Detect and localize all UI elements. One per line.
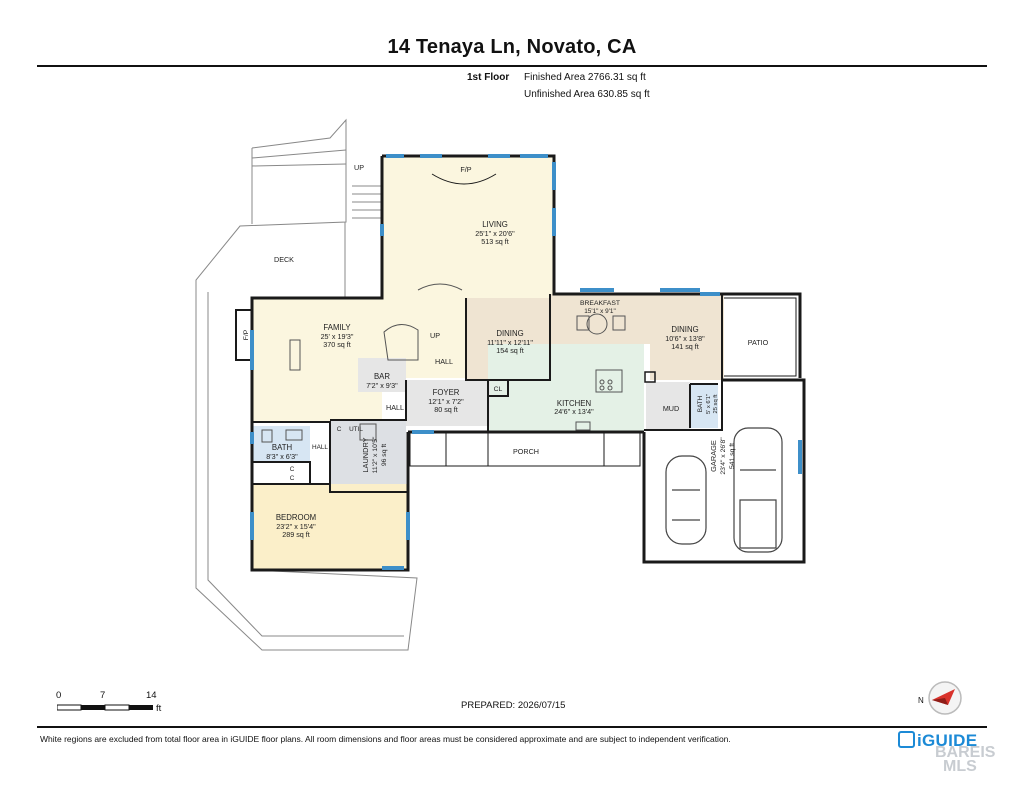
bath2-fill bbox=[690, 384, 718, 428]
deck-label: DECK bbox=[274, 255, 294, 264]
dining1-name: DINING bbox=[496, 329, 523, 338]
scale-unit: ft bbox=[156, 703, 162, 714]
fireplace2-label: F/P bbox=[243, 329, 250, 340]
watermark-line1: BAREIS bbox=[935, 744, 996, 761]
windows bbox=[250, 154, 802, 570]
fixtures bbox=[261, 283, 626, 443]
scale-bar: 0 7 14 ft bbox=[56, 690, 176, 716]
bath2-area: 25 sq ft bbox=[713, 394, 719, 413]
utility-label: UTIL bbox=[349, 426, 363, 433]
hall-label: HALL bbox=[435, 357, 453, 366]
family-area: 370 sq ft bbox=[323, 340, 351, 349]
laundry-fill bbox=[330, 420, 406, 492]
kitchen-name: KITCHEN bbox=[557, 399, 591, 408]
bar-name: BAR bbox=[374, 372, 390, 381]
breakfast-dims: 15'1" x 9'1" bbox=[584, 308, 616, 315]
bath1-dims: 8'3" x 6'3" bbox=[266, 452, 298, 461]
dining1-dims: 11'11" x 12'11" bbox=[487, 338, 533, 347]
hall2-label: HALL bbox=[386, 403, 404, 412]
compass-north-label: N bbox=[918, 696, 924, 705]
scale-tick-14: 14 bbox=[146, 690, 157, 701]
closet-c1-label: C bbox=[337, 426, 342, 433]
scale-bar-graphic bbox=[57, 704, 153, 711]
foyer-dims: 12'1" x 7'2" bbox=[428, 397, 464, 406]
bath1-name: BATH bbox=[272, 443, 292, 452]
laundry-area: 96 sq ft bbox=[381, 444, 388, 466]
bedroom-fill bbox=[252, 484, 408, 570]
mud-label: MUD bbox=[663, 404, 679, 413]
stair-up2-label: UP bbox=[430, 331, 440, 340]
dining2-fill bbox=[650, 294, 724, 380]
family-name: FAMILY bbox=[323, 323, 351, 332]
unfinished-area: Unfinished Area 630.85 sq ft bbox=[524, 89, 650, 100]
dining2-name: DINING bbox=[671, 325, 698, 334]
header-rule bbox=[37, 65, 987, 67]
stair-up-label: UP bbox=[354, 163, 364, 172]
patio-label: PATIO bbox=[748, 338, 769, 347]
foyer-fill bbox=[405, 380, 490, 426]
porch-label: PORCH bbox=[513, 447, 539, 456]
watermark-line2: MLS bbox=[943, 758, 977, 775]
foyer-name: FOYER bbox=[433, 388, 460, 397]
living-area: 513 sq ft bbox=[481, 237, 509, 246]
kitchen-fill bbox=[488, 344, 644, 432]
bedroom-area: 289 sq ft bbox=[282, 530, 310, 539]
iguide-logo-icon bbox=[898, 731, 915, 748]
scale-tick-0: 0 bbox=[56, 690, 62, 701]
garage-name: GARAGE bbox=[709, 440, 718, 472]
bath2-name: BATH bbox=[697, 395, 704, 412]
prepared-date: PREPARED: 2026/07/15 bbox=[461, 700, 566, 711]
page-title: 14 Tenaya Ln, Novato, CA bbox=[387, 36, 637, 58]
bedroom-name: BEDROOM bbox=[276, 513, 316, 522]
breakfast-fill bbox=[550, 294, 650, 344]
compass-icon: N bbox=[918, 681, 964, 715]
living-dims: 25'1" x 20'6" bbox=[475, 229, 515, 238]
disclaimer: White regions are excluded from total fl… bbox=[40, 734, 731, 744]
closet-c2-label: C bbox=[290, 466, 295, 473]
foyer-area: 80 sq ft bbox=[434, 405, 458, 414]
living-name: LIVING bbox=[482, 220, 508, 229]
garage-dims: 23'4" x 26'8" bbox=[720, 437, 727, 475]
dining1-area: 154 sq ft bbox=[496, 346, 524, 355]
bareis-mls-watermark: BAREIS MLS bbox=[935, 744, 996, 775]
kitchen-dims: 24'6" x 13'4" bbox=[554, 407, 594, 416]
mud-fill bbox=[646, 382, 690, 430]
bath2-dims: 5' x 6'1" bbox=[706, 394, 712, 414]
garage-area: 541 sq ft bbox=[729, 443, 736, 469]
closet-label: CL bbox=[494, 386, 503, 393]
finished-area: Finished Area 2766.31 sq ft bbox=[524, 72, 646, 83]
closet-c3-label: C bbox=[290, 475, 295, 482]
breakfast-name: BREAKFAST bbox=[580, 300, 620, 307]
car-icon bbox=[665, 427, 783, 553]
laundry-name: LAUNDRY bbox=[361, 437, 370, 472]
scale-tick-7: 7 bbox=[100, 690, 106, 701]
footer-rule bbox=[37, 726, 987, 728]
bar-fill bbox=[358, 358, 406, 392]
living-room-fill bbox=[382, 156, 554, 298]
iguide-logo: iGUIDE bbox=[898, 731, 977, 751]
bedroom-dims: 23'2" x 15'4" bbox=[276, 522, 316, 531]
fireplace-label: F/P bbox=[460, 165, 471, 174]
dining2-area: 141 sq ft bbox=[671, 342, 699, 351]
hall3-label: HALL bbox=[312, 444, 328, 451]
family-dims: 25' x 19'3" bbox=[321, 332, 354, 341]
bar-dims: 7'2" x 9'3" bbox=[366, 381, 398, 390]
dining2-dims: 10'6" x 13'8" bbox=[665, 334, 705, 343]
iguide-logo-text: iGUIDE bbox=[917, 731, 978, 750]
floor-label: 1st Floor bbox=[467, 72, 510, 83]
laundry-dims: 11'2" x 10'5" bbox=[372, 436, 379, 473]
